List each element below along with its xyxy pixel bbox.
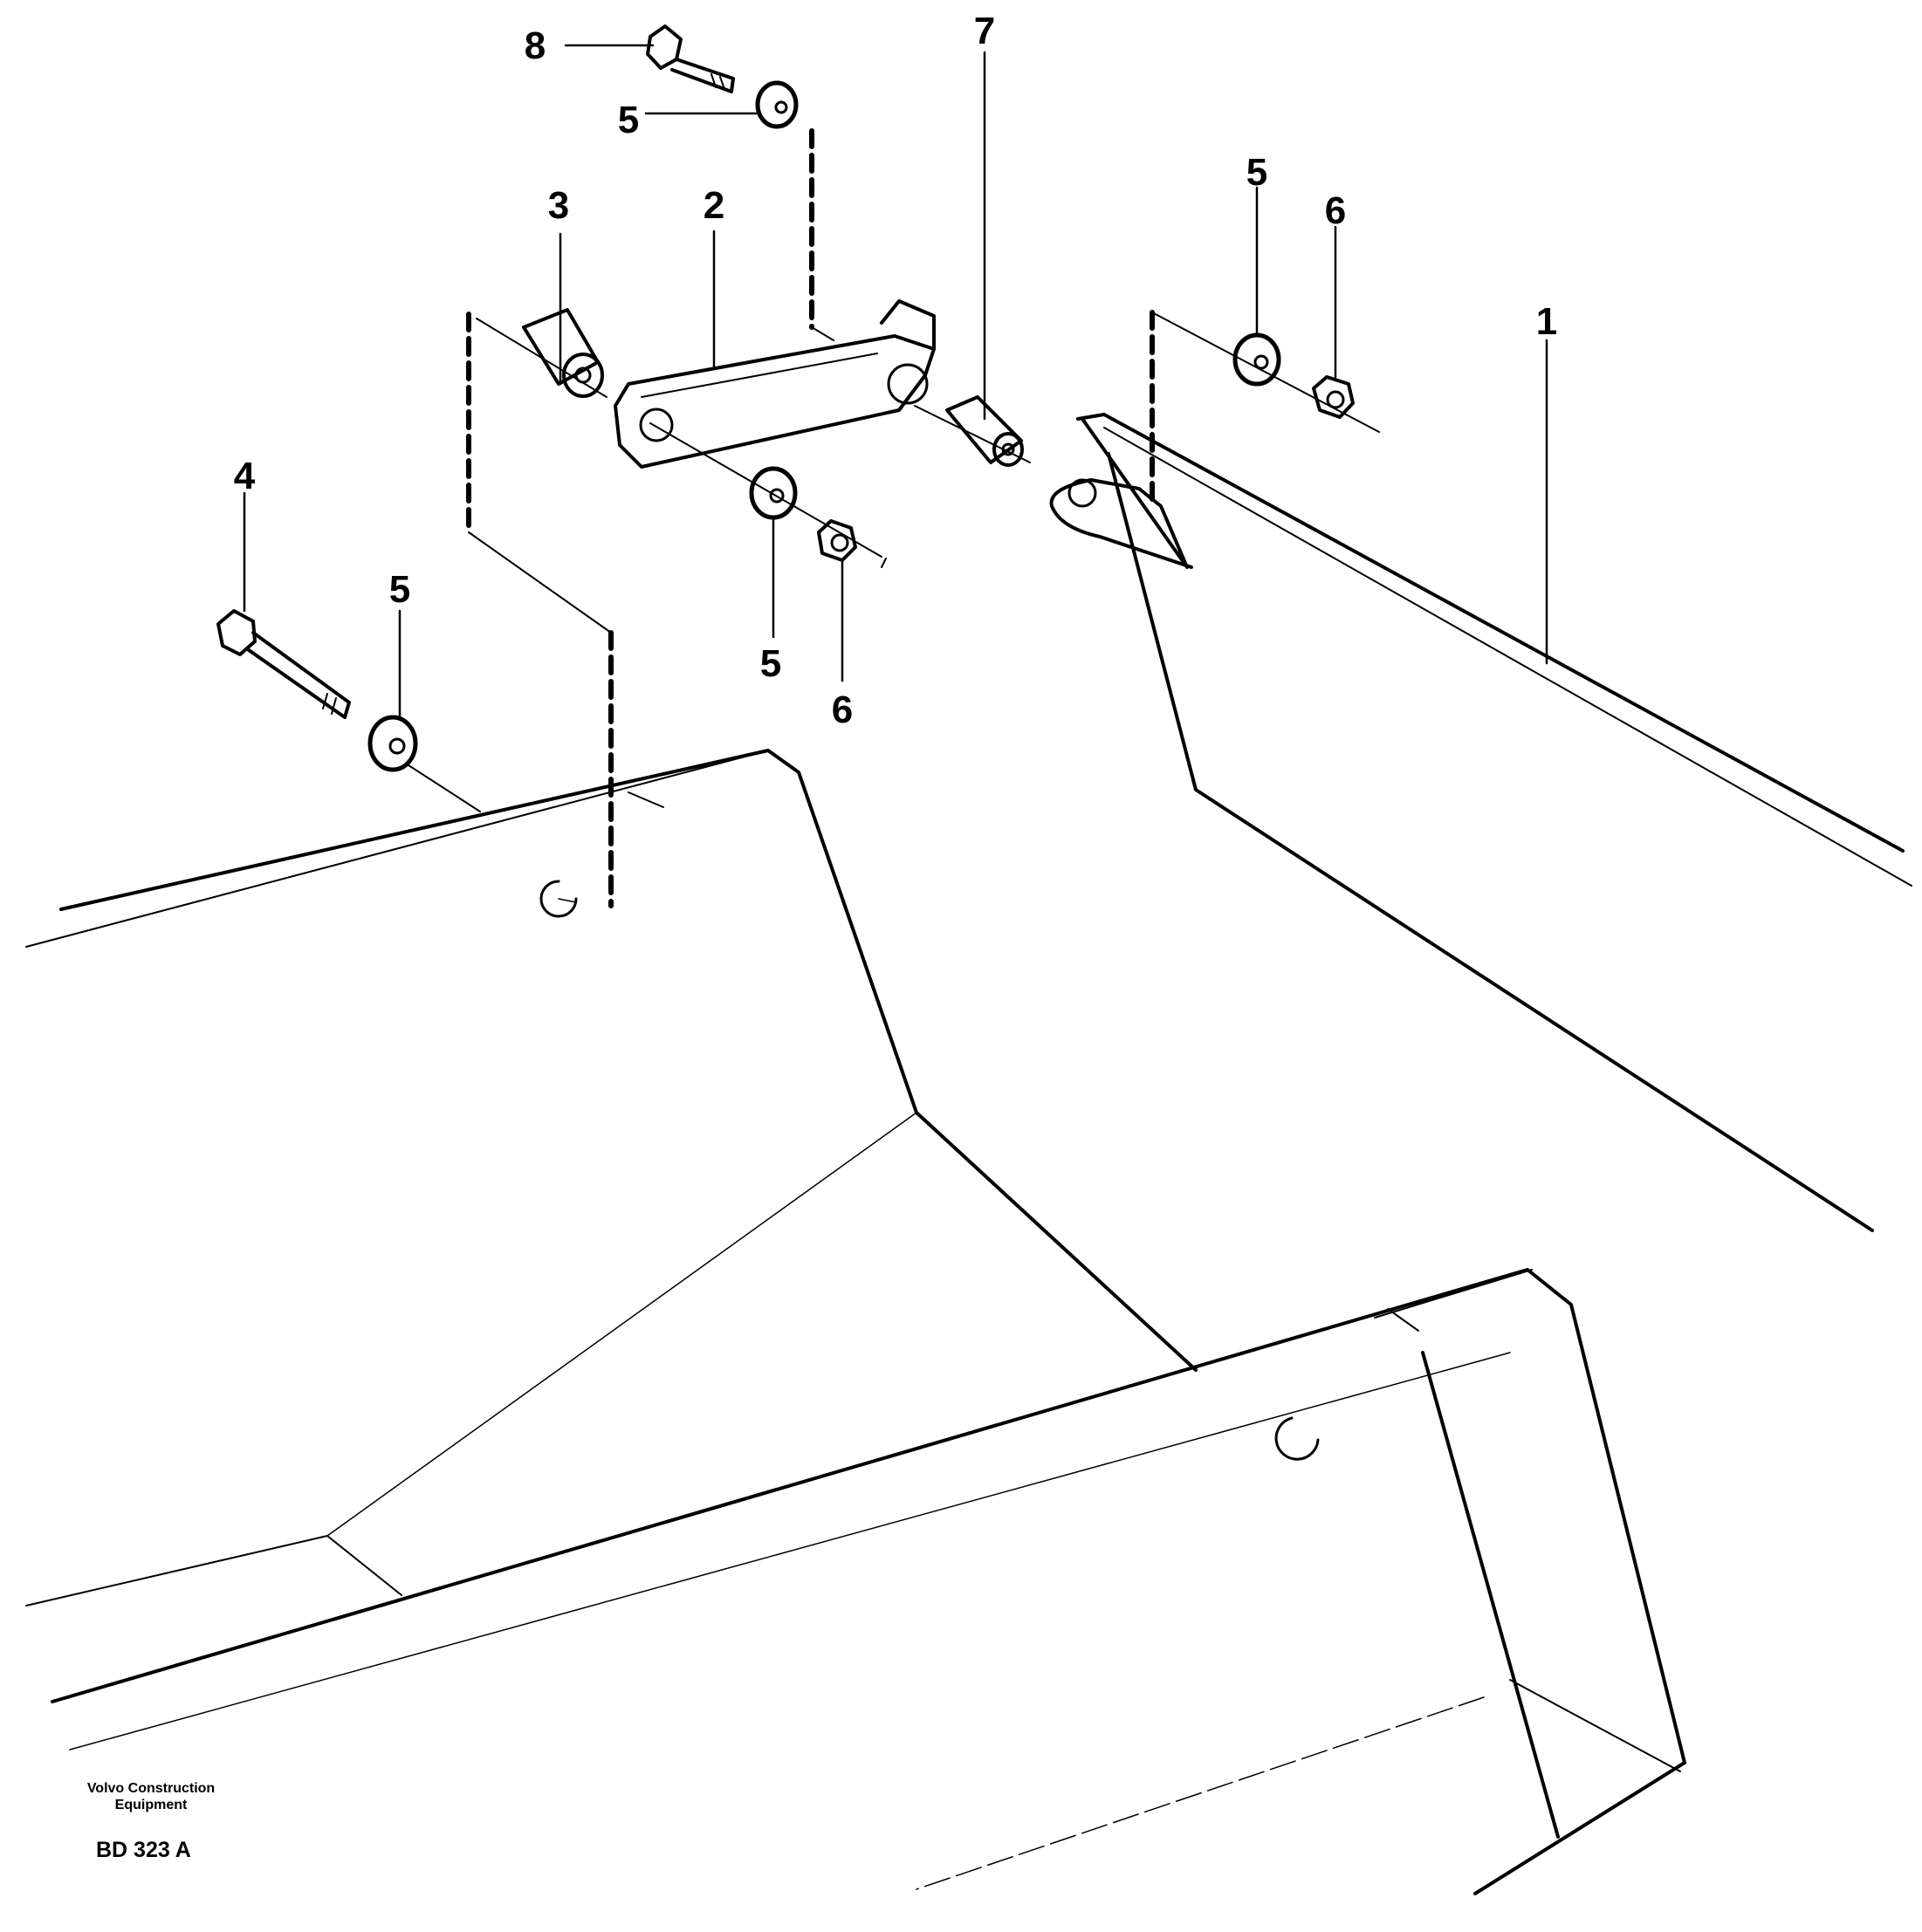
tipper-body-front bbox=[25, 749, 1198, 1607]
credit-line-1: Volvo Construction bbox=[86, 1781, 216, 1796]
part-1-side-plate bbox=[1049, 413, 1912, 1232]
callout-5: 5 bbox=[389, 568, 410, 611]
part-2-link-arm bbox=[614, 299, 936, 469]
callout-6: 6 bbox=[832, 689, 853, 731]
part-6-nuts bbox=[817, 375, 1355, 562]
part-5-washers bbox=[367, 80, 1281, 772]
drawing-code: BD 323 A bbox=[96, 1838, 191, 1862]
part-7-bushing bbox=[945, 395, 1024, 467]
part-8-bolt bbox=[646, 24, 735, 93]
callout-1: 1 bbox=[1536, 300, 1557, 343]
part-3-bushing bbox=[522, 308, 604, 398]
callout-7: 7 bbox=[974, 10, 995, 52]
assembly-axis-lines bbox=[405, 312, 1380, 812]
callout-6: 6 bbox=[1325, 189, 1346, 232]
credit-line-2: Equipment bbox=[114, 1798, 188, 1812]
callout-2: 2 bbox=[704, 184, 724, 227]
assembly-guide-lines bbox=[466, 128, 1155, 908]
callout-5: 5 bbox=[1246, 151, 1267, 194]
bracket-hole bbox=[1067, 478, 1097, 508]
callout-3: 3 bbox=[548, 184, 569, 227]
bolt-hole bbox=[1274, 1416, 1320, 1461]
bolt-hole bbox=[539, 880, 578, 918]
callout-4: 4 bbox=[234, 455, 256, 497]
callout-leaders bbox=[243, 44, 1548, 719]
part-4-bolt bbox=[216, 609, 351, 719]
callout-5: 5 bbox=[760, 642, 781, 685]
callout-8: 8 bbox=[525, 24, 546, 67]
tipper-body-rear bbox=[51, 1268, 1686, 1895]
manufacturer-credit: Volvo Construction Equipment bbox=[51, 1780, 251, 1813]
callout-5: 5 bbox=[618, 99, 639, 141]
